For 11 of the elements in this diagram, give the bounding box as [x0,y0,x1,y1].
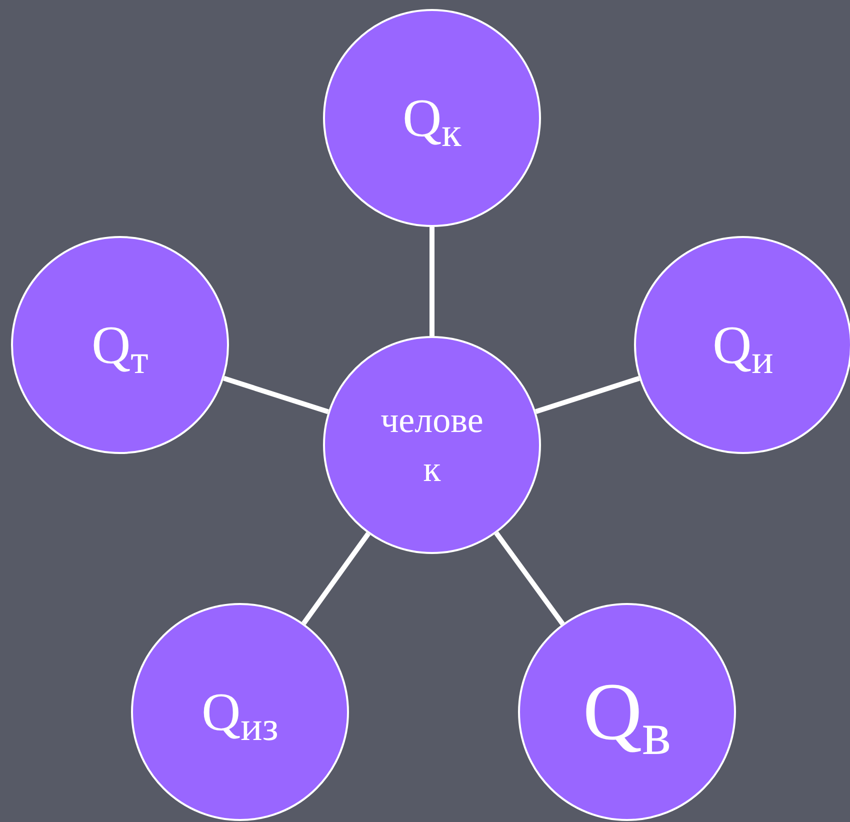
connector-line [223,376,329,414]
node-label: Q$_{т}$ [92,318,148,372]
node-label: человек [380,399,484,491]
node-label: Q$_{в}$ [582,671,672,753]
node-label: Q$_{и}$ [712,318,774,372]
connector-line [430,227,434,336]
connector-line [494,532,565,626]
node-label: Q$_{к}$ [402,91,462,145]
connector-line [302,532,370,625]
connector-line [535,376,640,414]
node-label: Q$_{из}$ [202,685,278,739]
